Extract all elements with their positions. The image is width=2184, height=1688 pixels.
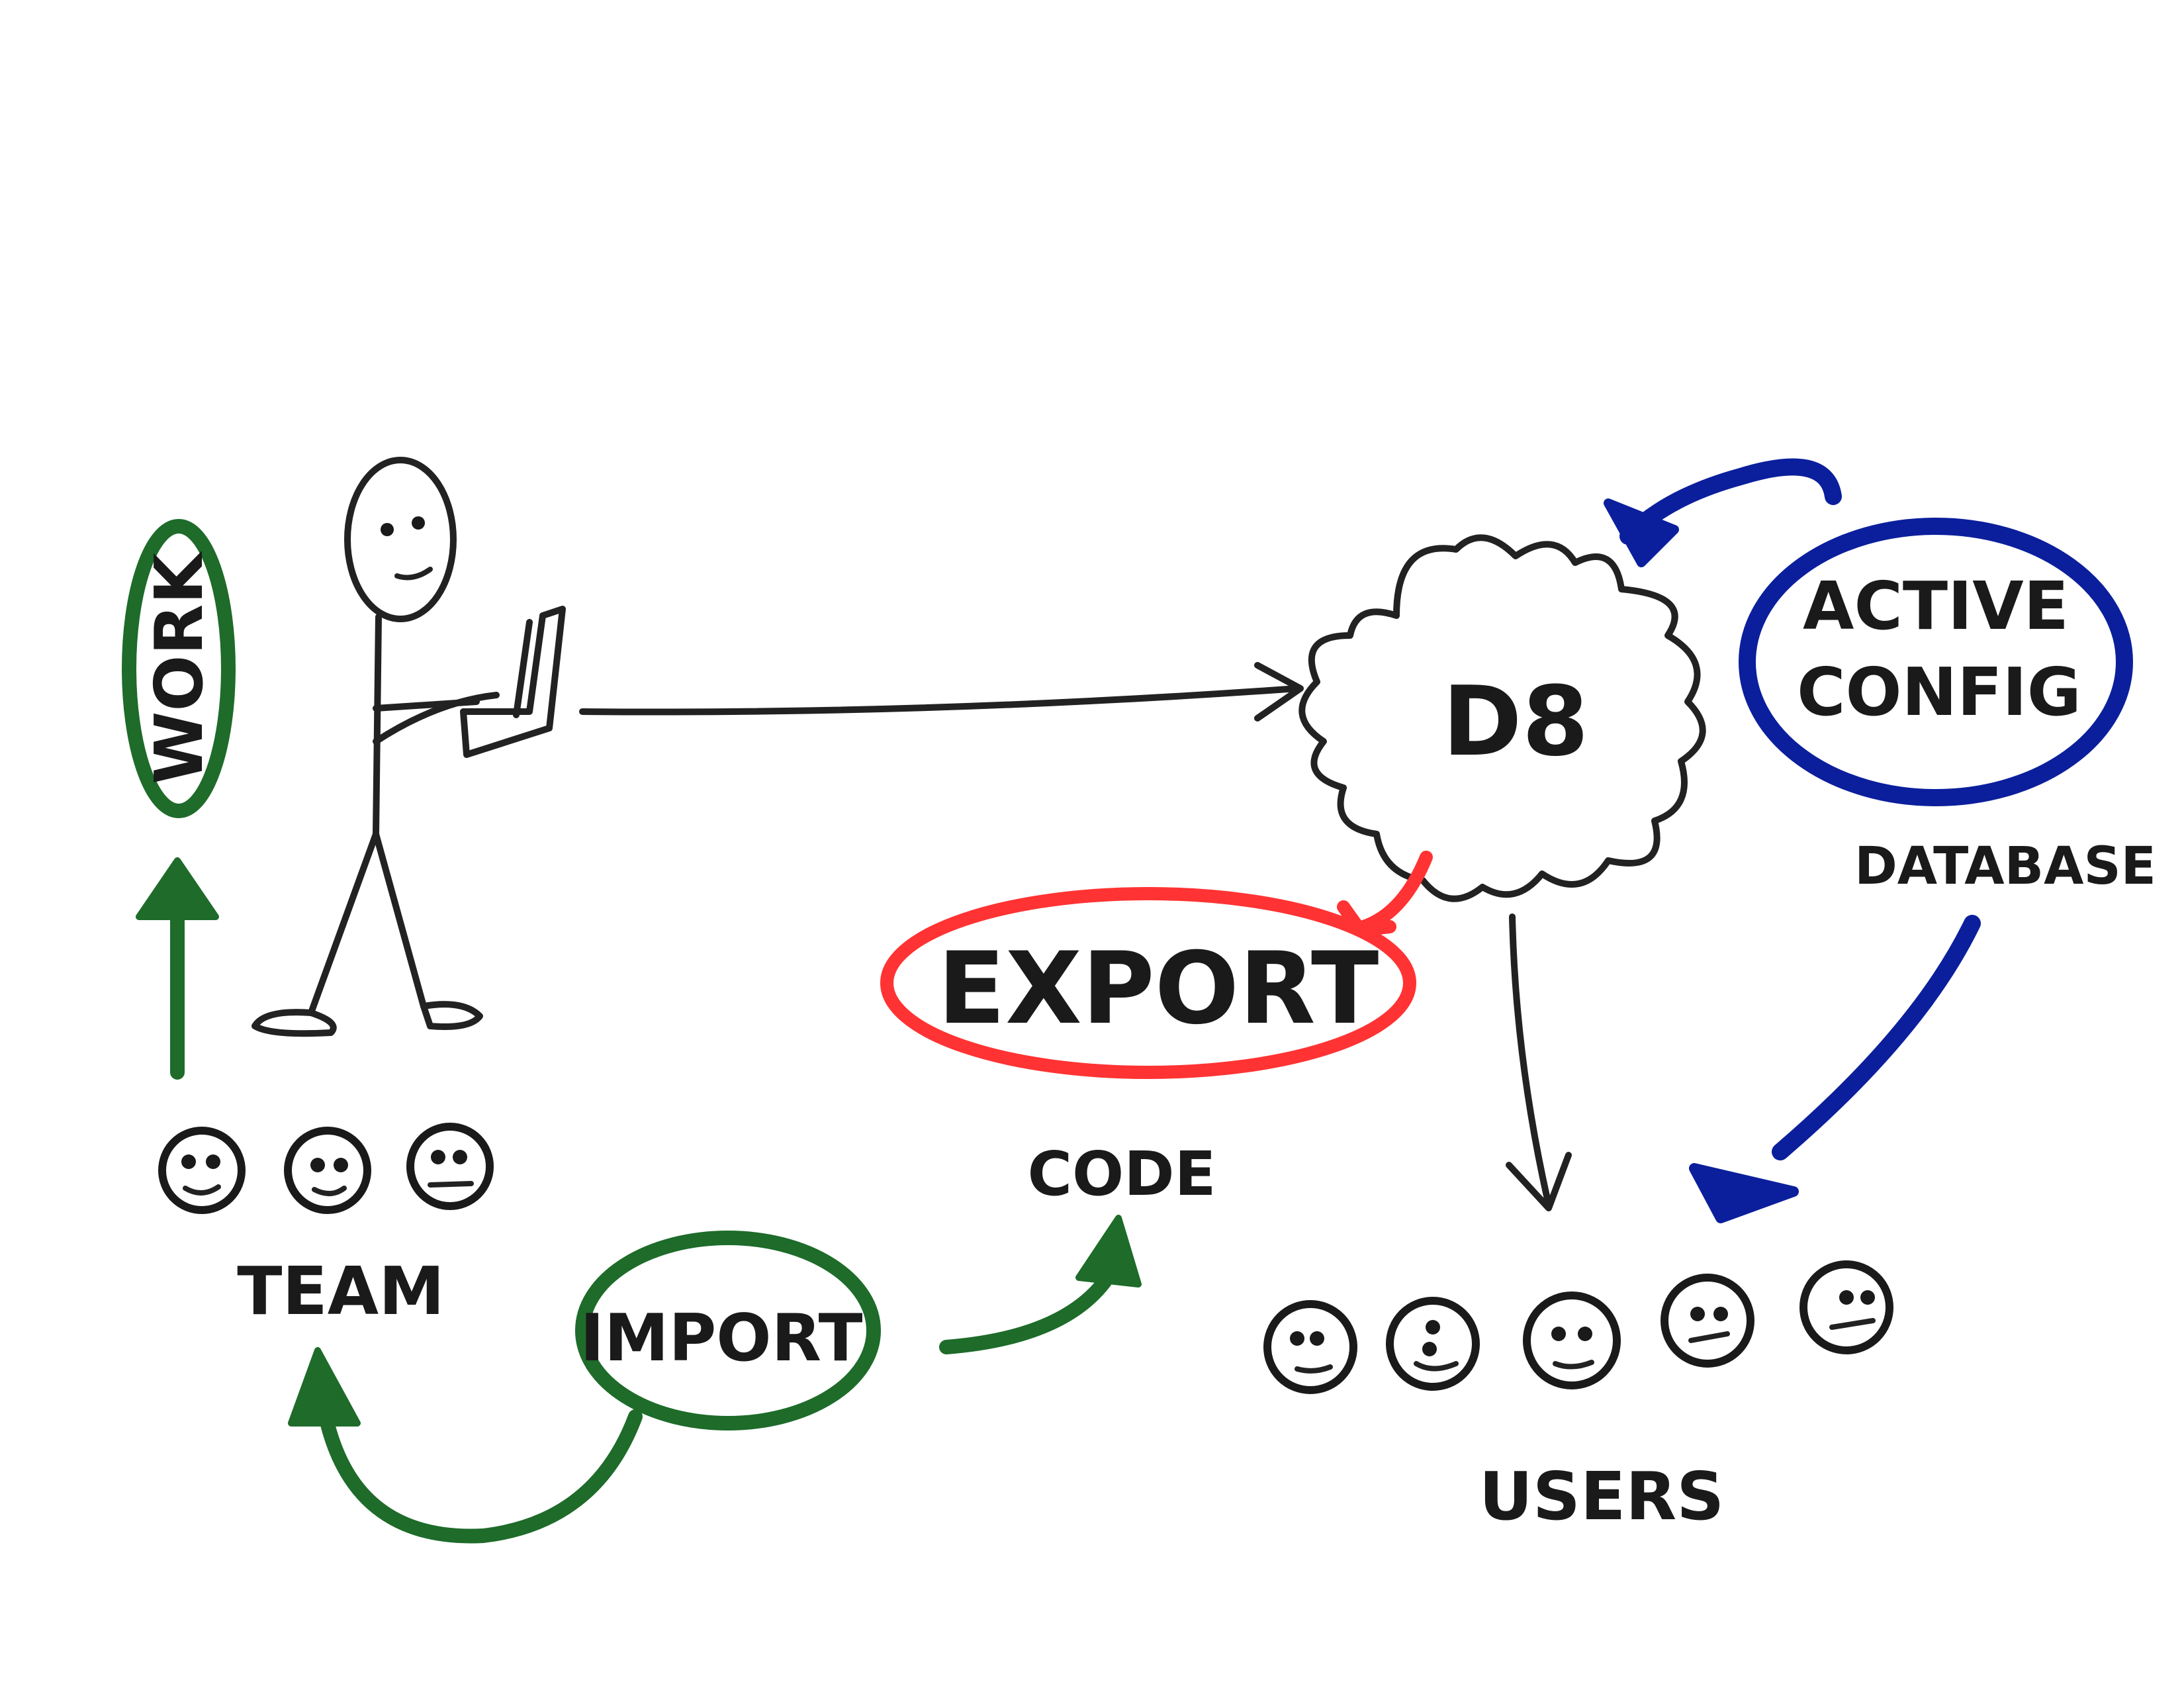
laptop-to-d8-arrow	[579, 662, 1304, 722]
work-node: WORK	[122, 519, 236, 818]
stick-figure-icon	[251, 457, 500, 1037]
smiley-face-icon	[158, 1127, 246, 1214]
laptop-icon	[460, 606, 566, 758]
import-to-team-arrow	[288, 1347, 643, 1544]
smiley-face-icon	[284, 1127, 371, 1214]
database-label: DATABASE	[1854, 837, 2156, 896]
smiley-face-icon	[1523, 1291, 1621, 1389]
work-label: WORK	[140, 551, 218, 784]
user-faces: USERS	[1263, 1260, 1893, 1535]
active-config-label-line2: CONFIG	[1797, 653, 2081, 731]
smiley-face-icon	[406, 1123, 494, 1210]
code-label: CODE	[1028, 1139, 1216, 1209]
export-label: EXPORT	[938, 931, 1379, 1047]
d8-node: D8	[1298, 534, 1706, 902]
smiley-face-icon	[1386, 1297, 1480, 1391]
team-label: TEAM	[237, 1252, 444, 1330]
database-to-users-arrow	[1689, 915, 1981, 1223]
smiley-face-icon	[1263, 1300, 1357, 1394]
import-node: IMPORT	[575, 1231, 881, 1430]
users-label: USERS	[1479, 1458, 1725, 1535]
smiley-face-icon	[1661, 1274, 1754, 1368]
active-config-node: ACTIVE CONFIG DATABASE	[1739, 518, 2156, 896]
active-config-label-line1: ACTIVE	[1803, 567, 2069, 645]
team-faces: TEAM	[158, 1123, 494, 1330]
d8-to-users-arrow	[1506, 914, 1572, 1211]
import-label: IMPORT	[580, 1301, 862, 1376]
import-to-code-arrow	[939, 1215, 1142, 1354]
config-to-d8-arrow	[1604, 458, 1842, 567]
export-node: EXPORT CODE	[880, 887, 1416, 1209]
cloud-icon	[1298, 534, 1706, 902]
team-to-work-arrow	[136, 857, 219, 1080]
d8-label: D8	[1442, 666, 1588, 778]
d8-to-export-arrow	[1337, 851, 1433, 937]
smiley-face-icon	[1799, 1260, 1893, 1354]
